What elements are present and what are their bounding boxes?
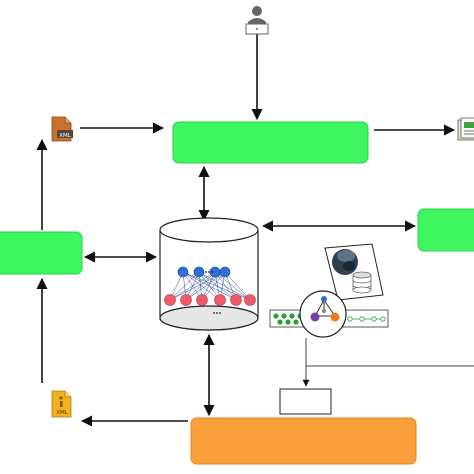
nn-output-node [230, 294, 242, 306]
ellipsis-dot [216, 312, 218, 314]
neural-network-icon [159, 217, 259, 331]
nn-output-node [244, 294, 256, 306]
brain-icon [332, 249, 358, 275]
svg-text:XML: XML [59, 133, 72, 139]
right-process-box [417, 208, 474, 252]
bottom-output-box [190, 417, 417, 465]
xml-file-icon-bottom: XML [51, 390, 72, 418]
sequence-dot [281, 313, 287, 319]
sequence-dot [347, 316, 353, 322]
ellipsis-dot [205, 271, 207, 273]
nn-input-node [177, 266, 189, 278]
connectors [36, 34, 474, 427]
ellipsis-dot [213, 312, 215, 314]
xml-file-icon: XML [51, 116, 73, 142]
sequence-dot [277, 319, 283, 325]
svg-text:XML: XML [56, 410, 69, 416]
sequence-dot [359, 316, 365, 322]
nn-output-node [196, 294, 208, 306]
sequence-dot [293, 319, 299, 325]
sequence-dot [371, 316, 377, 322]
ellipsis-dot [211, 271, 213, 273]
ellipsis-dot [219, 312, 221, 314]
nn-input-node [219, 266, 231, 278]
sequence-dot [289, 313, 295, 319]
nn-input-node [193, 266, 205, 278]
top-process-box [172, 121, 369, 164]
graph-hub [269, 243, 389, 338]
report-icon [457, 117, 474, 141]
small-white-box [279, 388, 332, 415]
database-icon [352, 271, 372, 294]
nn-output-node [180, 294, 192, 306]
left-process-box [0, 231, 83, 275]
nn-output-node [164, 294, 176, 306]
ellipsis-dot [208, 271, 210, 273]
graph-icon [299, 290, 347, 338]
sequence-dot [380, 316, 386, 322]
nn-output-node [214, 294, 226, 306]
sequence-dot [285, 319, 291, 325]
user-icon [245, 6, 269, 35]
sequence-dot [273, 313, 279, 319]
